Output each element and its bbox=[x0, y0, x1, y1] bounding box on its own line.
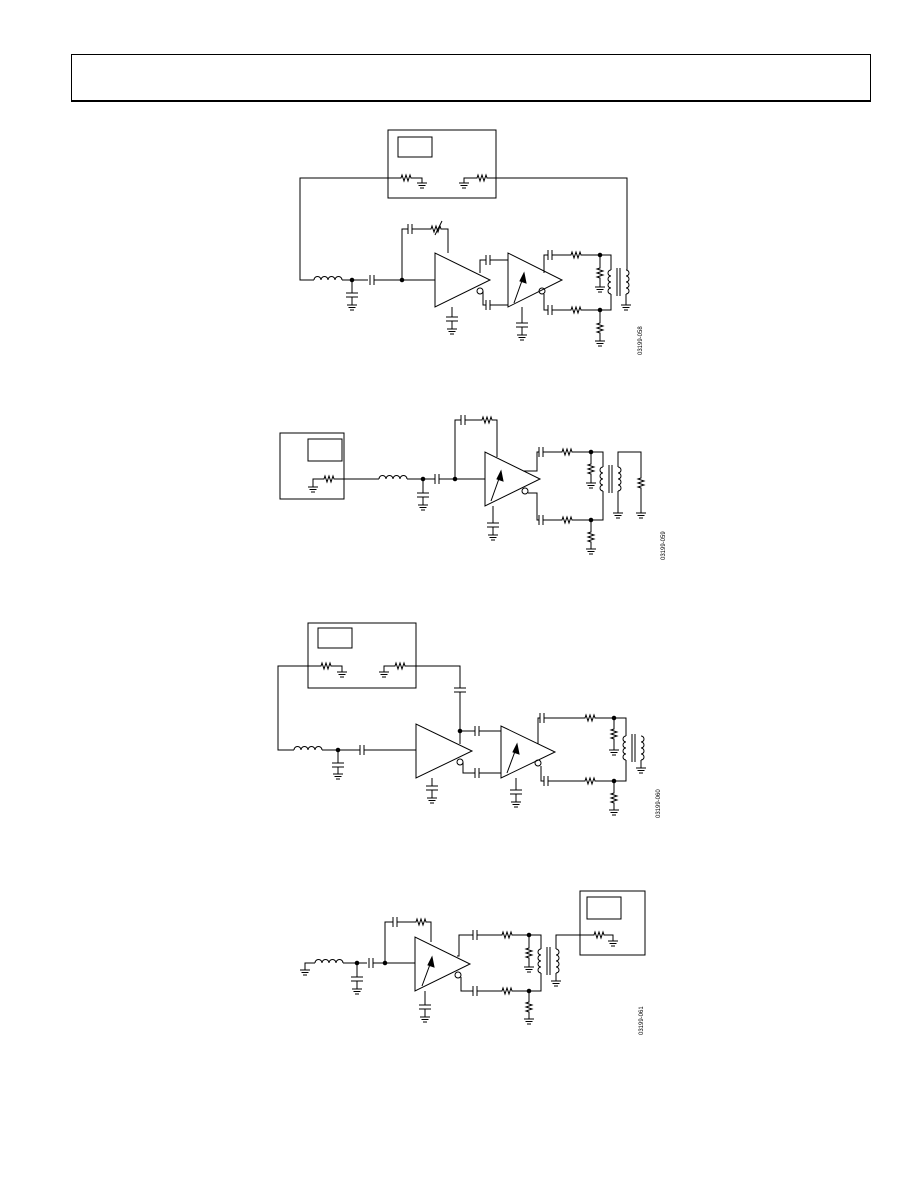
analyzer-box bbox=[388, 130, 496, 198]
analyzer-screen bbox=[318, 628, 352, 648]
amp-1 bbox=[416, 724, 472, 778]
analyzer-screen bbox=[398, 137, 432, 157]
signal-source-box bbox=[280, 433, 344, 499]
analyzer-box bbox=[580, 891, 645, 955]
page-header-box bbox=[71, 54, 871, 102]
analyzer-screen bbox=[587, 897, 621, 919]
analyzer-box bbox=[308, 623, 416, 688]
figure-2-code: 03199-059 bbox=[661, 531, 667, 560]
figure-4-code: 03199-061 bbox=[639, 1006, 645, 1035]
amp-vga bbox=[415, 937, 470, 991]
amp-1 bbox=[435, 253, 490, 307]
figure-4-circuit: 03199-061 bbox=[295, 885, 655, 1040]
figure-2-circuit: 03199-059 bbox=[275, 405, 675, 565]
signal-source-screen bbox=[308, 439, 342, 461]
figure-1-code: 03199-058 bbox=[638, 326, 644, 355]
figure-3-circuit: 03199-060 bbox=[270, 618, 670, 823]
amp-vga bbox=[485, 452, 540, 506]
figure-3-code: 03199-060 bbox=[656, 789, 662, 818]
amp-2-vga bbox=[501, 726, 555, 778]
figure-1-circuit: 03199-058 bbox=[290, 125, 670, 365]
amp-2-vga bbox=[508, 253, 562, 307]
